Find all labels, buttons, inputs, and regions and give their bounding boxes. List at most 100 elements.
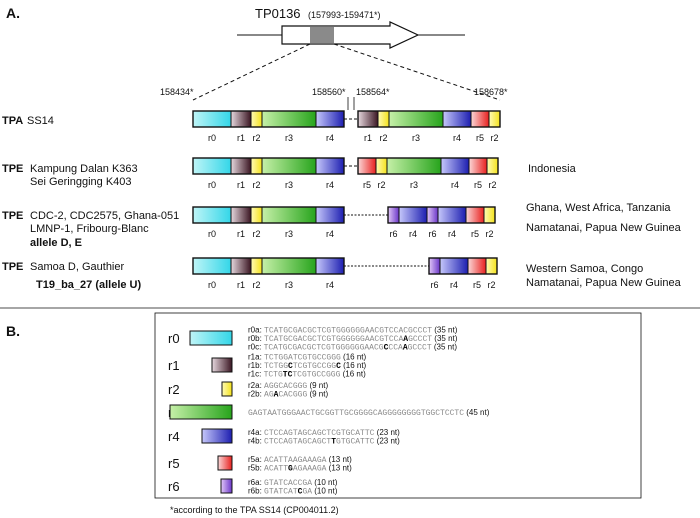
legend-region-name: r4 — [168, 429, 180, 444]
sequence-line: r1b: TCTGGCTCGTGCCGGC (16 nt) — [248, 361, 367, 371]
legend-region-r3: r3GAGTAATGGGAACTGCGGTTGCGGGGCAGGGGGGGGTG… — [168, 404, 490, 420]
block-label: r0 — [208, 133, 216, 143]
block-label: r0 — [208, 180, 216, 190]
block-r2 — [377, 110, 390, 128]
block-r6 — [426, 206, 439, 224]
row-location: Indonesia — [528, 163, 577, 175]
block-r3 — [388, 110, 444, 128]
sequence-line: r6b: GTATCATCGA (10 nt) — [248, 486, 338, 496]
row-strains: Sei Geringging K403 — [30, 176, 132, 188]
sequence-line: r2b: AGACACGGG (9 nt) — [248, 389, 328, 399]
block-label: r2 — [379, 133, 387, 143]
footnote: *according to the TPA SS14 (CP004011.2) — [170, 505, 339, 515]
block-r4 — [315, 157, 345, 175]
block-label: r5 — [473, 280, 481, 290]
block-label: r1 — [364, 133, 372, 143]
block-r0 — [192, 257, 232, 275]
block-r2 — [250, 257, 263, 275]
block-r2 — [486, 157, 499, 175]
legend-region-r4: r4 r4a: CTCCAGTAGCAGCTCGTGCATTC (23 nt)r4… — [168, 428, 400, 447]
block-r1 — [230, 257, 252, 275]
block-label: r4 — [409, 229, 417, 239]
sequence-line: r6a: GTATCACCGA (10 nt) — [248, 478, 338, 488]
block-r1 — [357, 110, 379, 128]
block-label: r2 — [490, 133, 498, 143]
row-ghana-label: TPE CDC-2, CDC2575, Ghana-051 LMNP-1, Fr… — [2, 202, 682, 249]
block-label: r5 — [471, 229, 479, 239]
legend-swatch-r6 — [220, 478, 233, 494]
sequence-line: r0c: TCATGCGACGCTCGTGGGGGGAACGCCCAAGCCCT… — [248, 343, 457, 353]
position-label: 158564* — [356, 87, 390, 97]
block-label: r1 — [237, 133, 245, 143]
block-r5 — [467, 257, 487, 275]
block-r5 — [468, 157, 488, 175]
block-label: r2 — [252, 280, 260, 290]
sequence-line: r4b: CTCCAGTAGCAGCTTGTGCATTC (23 nt) — [248, 436, 400, 446]
block-label: r3 — [412, 133, 420, 143]
repeat-region-marker — [310, 27, 334, 43]
block-r1 — [230, 206, 252, 224]
block-label: r3 — [410, 180, 418, 190]
legend-swatch-r2 — [221, 381, 233, 397]
block-r2 — [485, 257, 498, 275]
block-label: r2 — [252, 180, 260, 190]
block-r3 — [261, 157, 317, 175]
block-r2 — [250, 206, 263, 224]
row-strains: CDC-2, CDC2575, Ghana-051 — [30, 210, 179, 222]
row-location: Namatanai, Papua New Guinea — [526, 277, 682, 289]
row-indonesia-label: TPE Kampung Dalan K363 Sei Geringging K4… — [2, 163, 577, 188]
row-allele: allele D, E — [30, 237, 82, 249]
legend-swatch-r1 — [211, 357, 233, 373]
block-label: r6 — [428, 229, 436, 239]
block-r2 — [483, 206, 496, 224]
panel-a-label: A. — [6, 5, 20, 21]
row-samoa-label: TPE Samoa D, Gauthier T19_ba_27 (allele … — [2, 261, 682, 291]
block-r3 — [261, 257, 317, 275]
block-r5 — [465, 206, 485, 224]
block-r2 — [488, 110, 501, 128]
block-r2 — [375, 157, 388, 175]
legend-region-name: r5 — [168, 456, 180, 471]
block-label: r2 — [252, 133, 260, 143]
legend-swatch-r4 — [201, 428, 233, 444]
block-r1 — [230, 157, 252, 175]
block-r4 — [398, 206, 428, 224]
row-strains: Samoa D, Gauthier — [30, 261, 124, 273]
block-r0 — [192, 110, 232, 128]
gene-coords: (157993-159471*) — [308, 10, 381, 20]
block-label: r4 — [451, 180, 459, 190]
block-r1 — [230, 110, 252, 128]
position-label: 158434* — [160, 87, 194, 97]
segment-outline — [357, 157, 499, 175]
panel-b-label: B. — [6, 323, 20, 339]
row-strains: Kampung Dalan K363 — [30, 163, 138, 175]
sequence-line: r0b: TCATGCGACGCTCGTGGGGGGAACGTCCAAGCCCT… — [248, 334, 458, 344]
row-location: Western Samoa, Congo — [526, 263, 643, 275]
block-r6 — [387, 206, 400, 224]
block-r4 — [315, 110, 345, 128]
sequence-line: r1a: TCTGGATCGTGCCGGG (16 nt) — [248, 353, 367, 363]
block-label: r3 — [285, 180, 293, 190]
legend-region-name: r6 — [168, 479, 180, 494]
row-strains: LMNP-1, Fribourg-Blanc — [30, 223, 149, 235]
block-label: r0 — [208, 280, 216, 290]
block-label: r1 — [237, 229, 245, 239]
block-r0 — [192, 206, 232, 224]
block-label: r5 — [474, 180, 482, 190]
block-label: r6 — [389, 229, 397, 239]
block-r3 — [261, 110, 317, 128]
legend-region-name: r2 — [168, 382, 180, 397]
sequence-line: r4a: CTCCAGTAGCAGCTCGTGCATTC (23 nt) — [248, 428, 400, 438]
block-r2 — [250, 157, 263, 175]
block-label: r1 — [237, 180, 245, 190]
block-label: r2 — [488, 180, 496, 190]
